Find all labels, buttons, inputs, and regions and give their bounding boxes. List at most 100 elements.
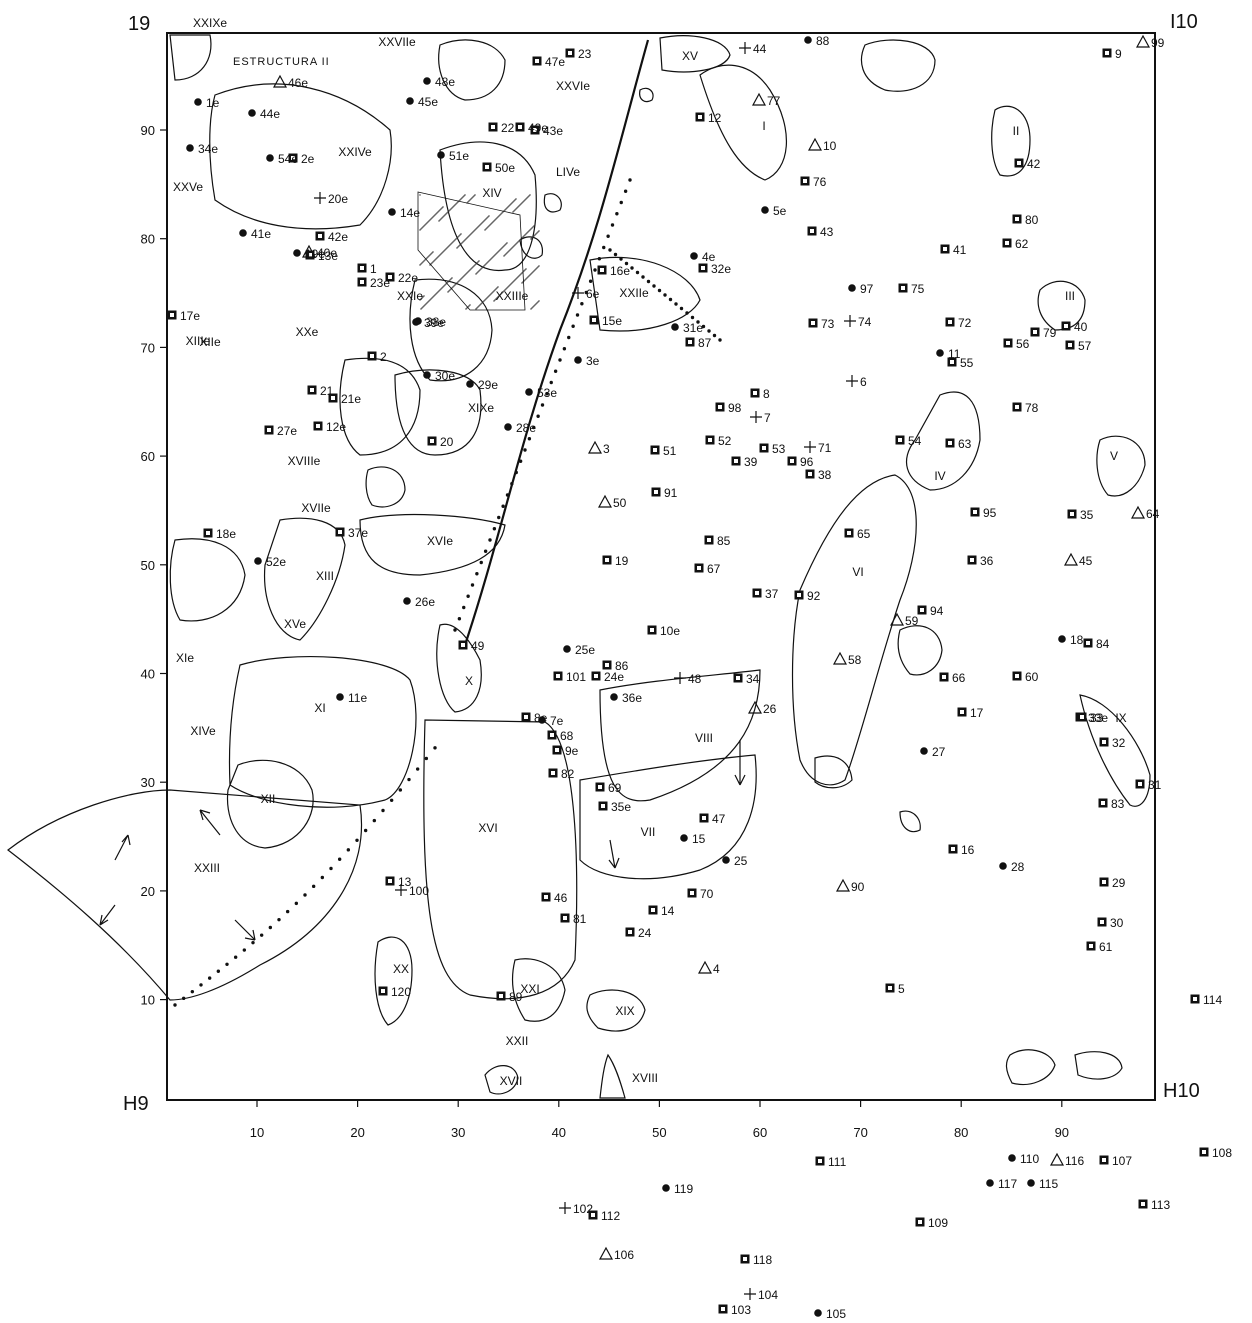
stipple-dot: [519, 239, 521, 241]
stipple-dot: [495, 288, 497, 290]
stipple-dot: [516, 277, 518, 279]
stipple-dot: [435, 213, 437, 215]
find-label: 102: [573, 1202, 593, 1216]
stipple-dot: [523, 235, 525, 237]
find-label: 23: [578, 47, 592, 61]
boundary-dot: [549, 380, 553, 385]
stipple-dot: [423, 305, 425, 307]
stone-label: XXVe: [173, 180, 203, 194]
stipple-dot: [506, 242, 508, 244]
stipple-dot: [458, 280, 460, 282]
find-label: 4e: [702, 250, 716, 264]
find-dot-marker: [412, 318, 420, 326]
stipple-dot: [467, 271, 469, 273]
boundary-dot: [657, 288, 662, 293]
boundary-dot: [668, 297, 673, 302]
find-label: 41: [953, 243, 967, 257]
stipple-dot: [475, 228, 477, 230]
find-dot-marker: [248, 109, 256, 117]
stone-label: XIII: [316, 569, 334, 583]
find-label: 104: [758, 1288, 778, 1302]
find-dot-marker: [671, 323, 679, 331]
stipple-dot: [423, 260, 425, 262]
stipple-dot: [523, 270, 525, 272]
stipple-dot: [436, 257, 438, 259]
find-dot-marker: [814, 1309, 822, 1317]
stipple-dot: [512, 246, 514, 248]
find-label: 25e: [575, 643, 595, 657]
find-dot-marker: [403, 597, 411, 605]
stipple-dot: [432, 251, 434, 253]
stipple-dot: [529, 194, 531, 196]
find-square-inner: [318, 234, 322, 238]
stipple-dot: [487, 216, 489, 218]
stipple-dot: [530, 228, 532, 230]
find-label: 34: [746, 672, 760, 686]
find-label: 103: [731, 1303, 751, 1317]
stipple-dot: [438, 290, 440, 292]
find-label: 38e: [426, 315, 446, 329]
find-label: 29e: [478, 378, 498, 392]
stipple-dot: [489, 294, 491, 296]
stipple-dot: [449, 209, 451, 211]
stipple-dot: [482, 221, 484, 223]
stone-label: I: [762, 119, 765, 133]
y-tick-label: 50: [141, 558, 155, 573]
find-label: 51: [663, 444, 677, 458]
find-square-inner: [556, 674, 560, 678]
boundary-dot: [259, 933, 264, 937]
boundary-dot: [615, 212, 619, 216]
stipple-dot: [424, 224, 426, 226]
find-label: 44: [753, 42, 767, 56]
find-square-inner: [535, 59, 539, 63]
find-label: 12: [708, 111, 722, 125]
find-square-inner: [1102, 880, 1106, 884]
stipple-dot: [446, 212, 448, 214]
stipple-dot: [500, 248, 502, 250]
find-dot-marker: [999, 862, 1007, 870]
find-label: 64: [1146, 507, 1160, 521]
x-tick-label: 60: [753, 1125, 767, 1140]
stipple-dot: [486, 262, 488, 264]
find-label: 17: [970, 706, 984, 720]
y-tick-label: 90: [141, 123, 155, 138]
stipple-dot: [517, 241, 519, 243]
stipple-dot: [515, 198, 517, 200]
stipple-dot: [460, 198, 462, 200]
stone-label: XXII: [506, 1034, 529, 1048]
stipple-dot: [452, 286, 454, 288]
boundary-dot: [285, 909, 290, 914]
stipple-dot: [420, 263, 422, 265]
find-label: 96: [800, 455, 814, 469]
stipple-dot: [505, 243, 507, 245]
boundary-dot: [652, 284, 656, 288]
find-label: 18: [1070, 633, 1084, 647]
stone-label: XVIII: [632, 1071, 658, 1085]
find-dot-marker: [423, 77, 431, 85]
find-label: 63: [958, 437, 972, 451]
find-triangle-marker: [1135, 34, 1151, 48]
stipple-dot: [435, 258, 437, 260]
stipple-dot: [448, 245, 450, 247]
find-square-inner: [360, 266, 364, 270]
stipple-dot: [421, 297, 423, 299]
find-square-inner: [600, 268, 604, 272]
stipple-dot: [487, 226, 489, 228]
stipple-dot: [449, 289, 451, 291]
x-tick-label: 40: [552, 1125, 566, 1140]
find-square-inner: [973, 510, 977, 514]
find-label: 11e: [348, 691, 367, 705]
boundary-dot: [225, 962, 229, 966]
stipple-dot: [500, 213, 502, 215]
stipple-dot: [495, 253, 497, 255]
stipple-dot: [454, 204, 456, 206]
stone-label: XVe: [284, 617, 306, 631]
stipple-dot: [531, 307, 533, 309]
stipple-dot: [506, 287, 508, 289]
stone-label: XVI: [478, 821, 497, 835]
stipple-dot: [470, 268, 472, 270]
find-square-inner: [1138, 782, 1142, 786]
find-label: 59: [905, 614, 919, 628]
find-square-inner: [948, 320, 952, 324]
boundary-dot: [674, 302, 678, 306]
